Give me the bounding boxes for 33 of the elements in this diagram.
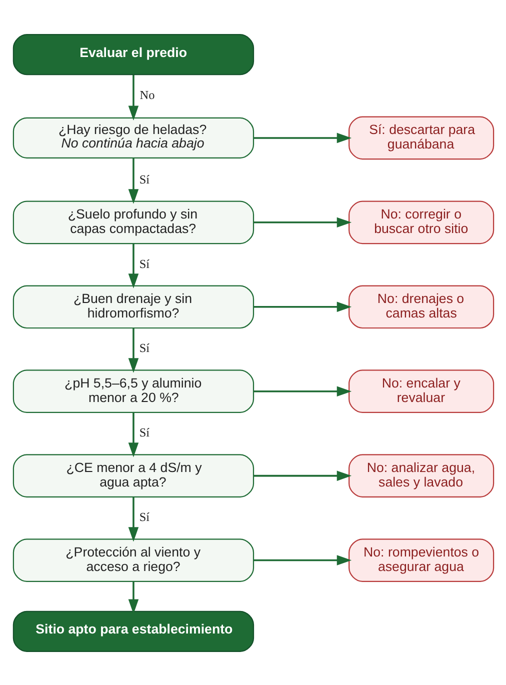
arrow bbox=[253, 470, 352, 480]
arrow bbox=[253, 386, 352, 396]
arrow bbox=[128, 74, 138, 120]
node-box: Evaluar el predio bbox=[12, 34, 254, 75]
edge-label: Sí bbox=[138, 510, 150, 524]
node-box: ¿CE menor a 4 dS/m y agua apta? bbox=[12, 454, 254, 497]
node-box: Sitio apto para establecimiento bbox=[12, 610, 254, 652]
node-box: ¿Protección al viento y acceso a riego? bbox=[12, 538, 254, 582]
arrow bbox=[128, 496, 138, 542]
edge-label: Sí bbox=[138, 256, 150, 270]
node-box: No: analizar agua, sales y lavado bbox=[348, 454, 494, 497]
arrow bbox=[128, 243, 138, 288]
arrow bbox=[253, 216, 352, 228]
arrow bbox=[128, 328, 138, 372]
node-box: ¿pH 5,5–6,5 y aluminio menor a 20 %? bbox=[12, 369, 254, 413]
node-box: No: corregir o buscar otro sitio bbox=[348, 200, 494, 244]
edge-label: Sí bbox=[138, 340, 150, 355]
edge-label: Sí bbox=[138, 172, 150, 186]
node-box: ¿Suelo profundo y sin capas compactadas? bbox=[12, 200, 254, 244]
node-box: ¿Hay riesgo de heladas? No continúa hacia abajo bbox=[12, 116, 254, 158]
edge-label: No bbox=[139, 87, 154, 102]
node-box: ¿Buen drenaje y sin hidromorfismo? bbox=[12, 284, 254, 328]
arrow bbox=[253, 132, 352, 143]
arrow bbox=[253, 301, 352, 312]
arrow bbox=[128, 412, 138, 457]
arrow bbox=[128, 158, 138, 204]
arrow bbox=[253, 554, 352, 565]
arrow bbox=[128, 581, 138, 614]
node-box: No: rompevientos o asegurar agua bbox=[348, 538, 494, 582]
edge-label: Sí bbox=[138, 425, 150, 440]
node-box: No: encalar y revaluar bbox=[348, 369, 494, 413]
node-box: Sí: descartar para guanábana bbox=[348, 116, 494, 160]
node-box: No: drenajes o camas altas bbox=[348, 284, 494, 328]
